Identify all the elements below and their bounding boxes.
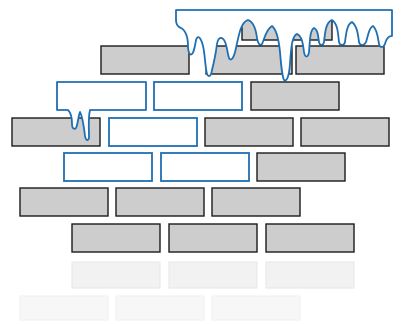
- brick: [20, 188, 108, 216]
- brick: [212, 188, 300, 216]
- brick: [116, 188, 204, 216]
- highlighted-brick: [109, 118, 197, 146]
- brick: [101, 46, 189, 74]
- brick: [205, 118, 293, 146]
- brick: [72, 224, 160, 252]
- reflection-brick: [72, 262, 160, 288]
- reflection-brick: [116, 296, 204, 320]
- reflection-brick: [266, 262, 354, 288]
- highlighted-brick: [154, 82, 242, 110]
- reflection-brick: [212, 296, 300, 320]
- reflection-brick: [169, 262, 257, 288]
- brick: [301, 118, 389, 146]
- brick: [169, 224, 257, 252]
- reflection-brick: [20, 296, 108, 320]
- brick: [257, 153, 345, 181]
- brick: [266, 224, 354, 252]
- wall-reflection: [20, 262, 354, 320]
- highlighted-brick: [64, 153, 152, 181]
- highlighted-brick: [161, 153, 249, 181]
- brick: [251, 82, 339, 110]
